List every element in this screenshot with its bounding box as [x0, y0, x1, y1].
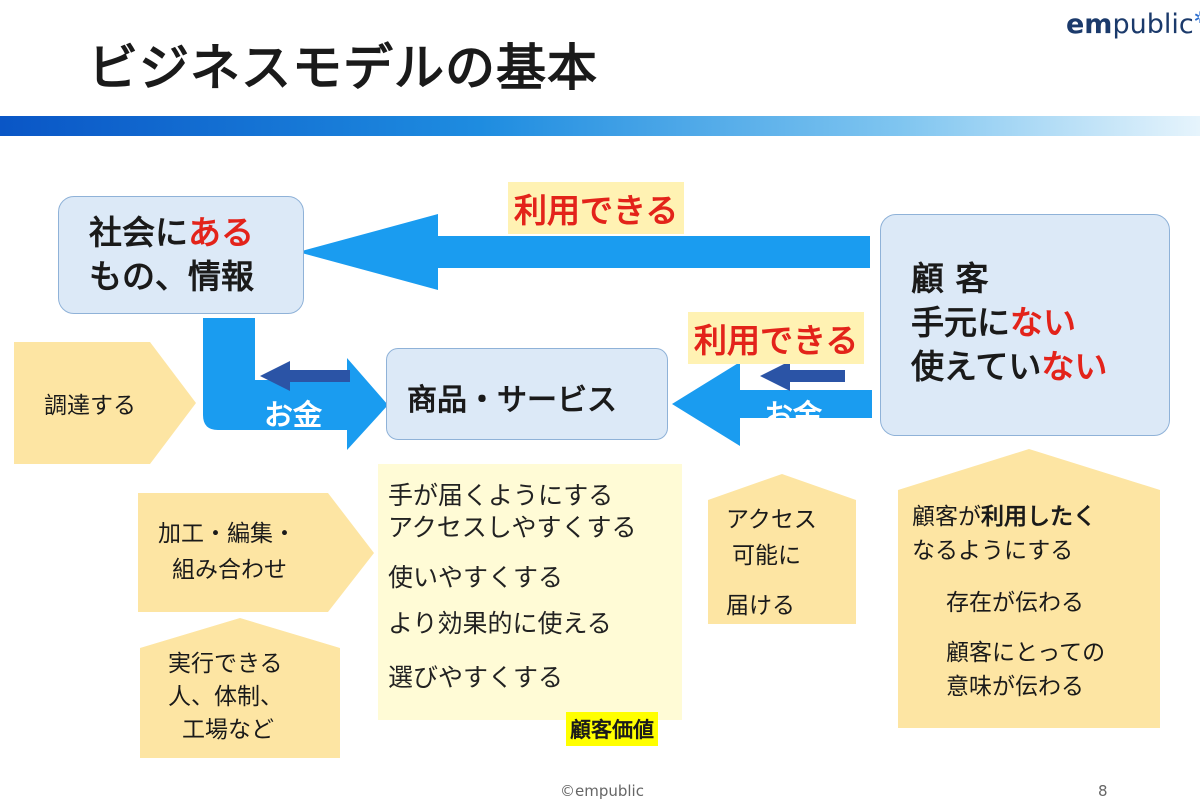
header-gradient-band: [0, 116, 1200, 136]
execute-line2: 人、体制、: [168, 684, 283, 710]
want-line4: 顧客にとっての: [946, 640, 1106, 666]
society-box: 社会にある もの、情報: [58, 196, 304, 314]
want-line2: なるようにする: [912, 538, 1074, 564]
page-title: ビジネスモデルの基本: [88, 39, 598, 97]
value-item: アクセスしやすくする: [388, 513, 637, 542]
customer-value-tag: 顧客価値: [566, 712, 658, 746]
process-line2: 組み合わせ: [172, 557, 287, 583]
use-arrow-right: [672, 362, 872, 446]
money-arrow-right: [760, 361, 845, 391]
procure-text: 調達する: [44, 393, 136, 419]
want-line5: 意味が伝わる: [946, 674, 1084, 700]
access-line1: アクセス: [726, 507, 817, 533]
use-arrow-top: [298, 214, 870, 290]
customer-title: 顧 客: [911, 259, 989, 298]
society-line2: もの、情報: [89, 257, 254, 296]
society-line1-emphasis: ある: [188, 213, 254, 252]
use-label-right: 利用できる: [688, 312, 865, 364]
customer-box: 顧 客 手元にない 使えていない: [880, 214, 1170, 436]
process-text: 加工・編集・ 組み合わせ: [158, 516, 296, 588]
customer-value-box: 手が届くようにする アクセスしやすくする 使いやすくする より効果的に使える 選…: [378, 464, 682, 720]
empublic-logo: empublic✲: [1066, 8, 1200, 40]
want-line3: 存在が伝わる: [946, 590, 1084, 616]
value-item: 使いやすくする: [388, 563, 564, 592]
access-line2: 可能に: [732, 543, 801, 569]
access-text: アクセス 可能に 届ける: [726, 502, 817, 624]
page-number: 8: [1098, 782, 1108, 800]
execute-line1: 実行できる: [168, 651, 283, 677]
use-label-top: 利用できる: [508, 182, 685, 234]
want-line1: 顧客が: [912, 504, 981, 530]
execute-line3: 工場など: [182, 717, 274, 743]
customer-line2: 手元に: [911, 303, 1010, 342]
logo-rest: public: [1112, 9, 1194, 40]
execute-note: [140, 618, 340, 758]
customer-want-note: [898, 449, 1160, 728]
product-box: 商品・サービス: [386, 348, 668, 440]
procure-arrow: [203, 318, 388, 450]
money-arrow-left: [260, 361, 350, 391]
value-item: より効果的に使える: [388, 609, 612, 638]
money-label-left: お金: [264, 398, 323, 432]
footer-copyright: ©empublic: [560, 782, 644, 800]
product-label: 商品・サービス: [407, 383, 617, 418]
customer-line3-emphasis: ない: [1041, 347, 1108, 386]
customer-line3: 使えてい: [911, 347, 1042, 386]
society-line1: 社会に: [89, 213, 188, 252]
want-line1-emphasis: 利用したく: [981, 504, 1096, 530]
access-note: [708, 474, 856, 624]
process-line1: 加工・編集・: [158, 521, 296, 547]
customer-want-text: 顧客が利用したく なるようにする 存在が伝わる 顧客にとっての 意味が伝わる: [912, 500, 1152, 704]
customer-line2-emphasis: ない: [1010, 303, 1076, 342]
process-note: [138, 493, 374, 612]
money-label-right: お金: [764, 398, 823, 432]
access-line3: 届ける: [726, 593, 795, 619]
value-item: 手が届くようにする: [388, 481, 614, 510]
procure-note: [14, 342, 196, 464]
execute-text: 実行できる 人、体制、 工場など: [168, 648, 283, 747]
logo-main: em: [1066, 9, 1113, 40]
value-item: 選びやすくする: [388, 663, 564, 692]
